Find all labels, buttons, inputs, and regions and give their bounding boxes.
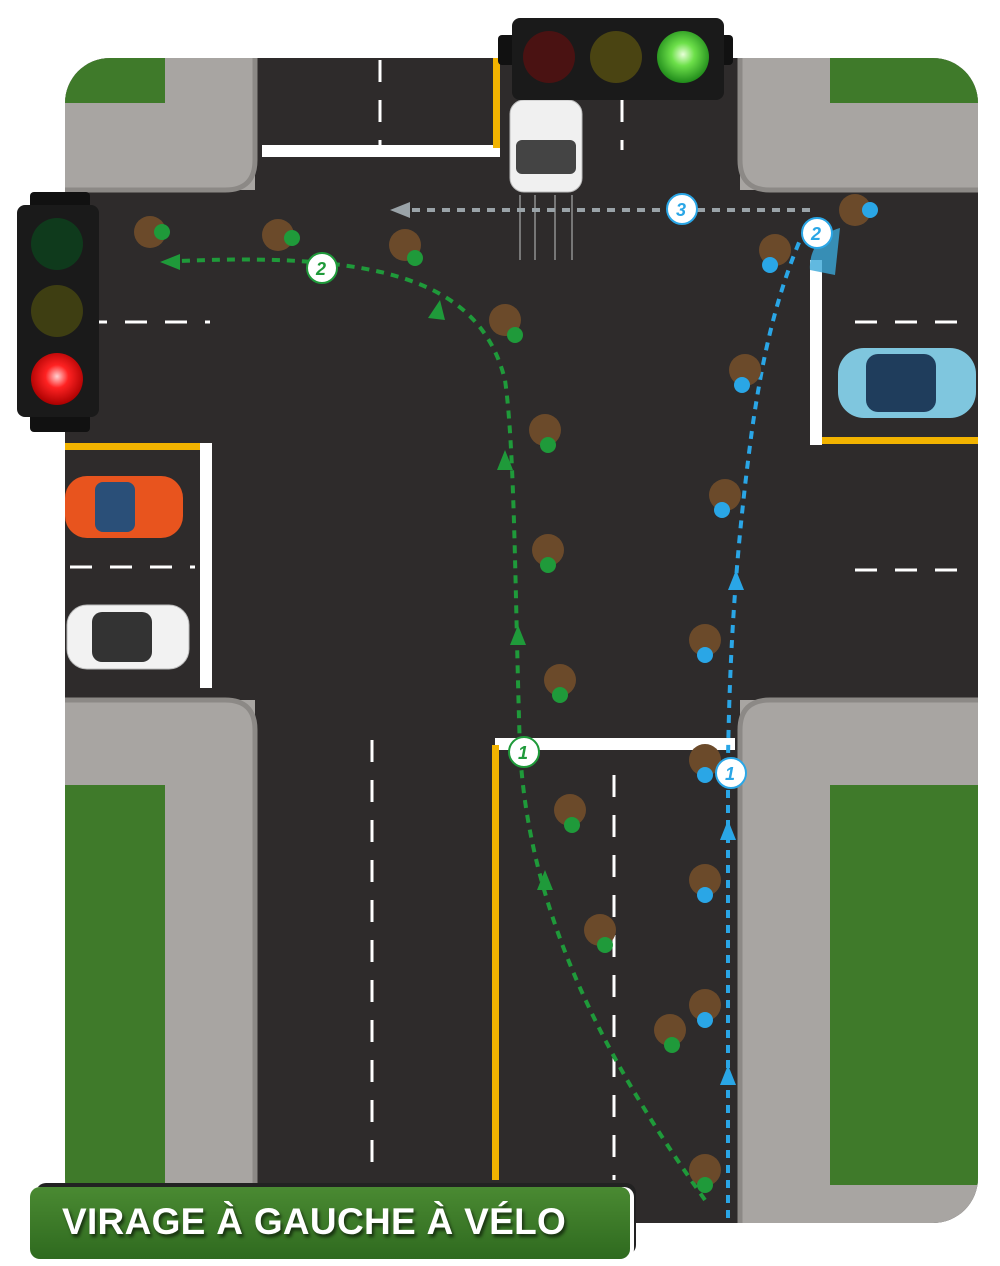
svg-text:2: 2 [810, 224, 821, 244]
car-white-left [66, 604, 190, 670]
path-arrows [160, 202, 840, 1085]
green-path [159, 257, 707, 1202]
lane-markings [70, 60, 975, 1180]
marker-green-1: 1 [508, 736, 540, 768]
diagram-title: VIRAGE À GAUCHE À VÉLO [62, 1201, 567, 1242]
marker-blue-2: 2 [801, 217, 833, 249]
stop-lines [65, 58, 978, 1180]
svg-text:1: 1 [725, 764, 735, 784]
svg-text:2: 2 [315, 259, 326, 279]
svg-text:3: 3 [676, 200, 686, 220]
red-lamp-on [31, 353, 83, 405]
blue-path [726, 239, 802, 1218]
marker-grey-3: 3 [666, 193, 698, 225]
yellow-lamp-off [31, 285, 83, 337]
traffic-light-top [498, 18, 733, 100]
marker-green-2: 2 [306, 252, 338, 284]
car-orange [65, 476, 183, 538]
red-lamp-off [523, 31, 575, 83]
block-bottom-left [65, 697, 258, 1223]
yellow-lamp-off [590, 31, 642, 83]
svg-text:1: 1 [518, 743, 528, 763]
green-lamp-on [657, 31, 709, 83]
car-white-top [509, 99, 583, 260]
cyclists [134, 194, 878, 1193]
marker-blue-1: 1 [715, 757, 747, 789]
traffic-light-left [17, 192, 99, 432]
block-top-right [737, 58, 978, 193]
block-top-left [65, 58, 258, 193]
green-lamp-off [31, 218, 83, 270]
car-blue [838, 348, 976, 418]
block-bottom-right [737, 697, 978, 1223]
title-banner: VIRAGE À GAUCHE À VÉLO [30, 1187, 630, 1259]
